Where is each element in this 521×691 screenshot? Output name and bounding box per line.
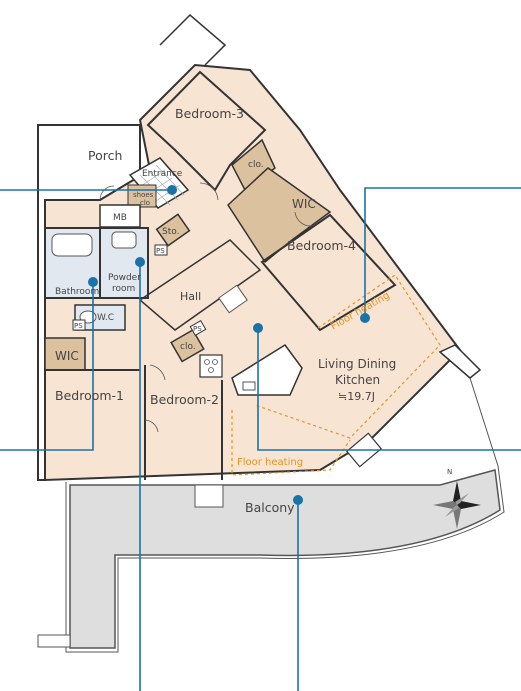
leader-dot xyxy=(88,277,98,287)
ps-box-1 xyxy=(154,244,168,256)
burner-icon xyxy=(208,367,214,373)
balcony-pillar xyxy=(194,484,224,508)
leader-dots xyxy=(88,185,370,505)
label-clo-shoes: clo xyxy=(140,199,150,207)
clo-upper-area xyxy=(231,138,276,192)
fridge-area xyxy=(218,284,248,314)
label-bedroom3: Bedroom-3 xyxy=(175,106,244,121)
label-ps-3: PS xyxy=(193,325,202,333)
ps-box-2 xyxy=(72,319,86,331)
ps-box-3 xyxy=(189,319,207,337)
leader-dot xyxy=(253,323,263,333)
top-wall xyxy=(159,13,227,66)
label-ps-1: PS xyxy=(156,247,165,255)
leader-lines xyxy=(0,187,521,691)
label-bedroom4: Bedroom-4 xyxy=(287,238,356,253)
label-mb: MB xyxy=(113,213,127,223)
clo-lower-area xyxy=(170,328,205,363)
kitchen-sink-icon xyxy=(242,381,256,391)
label-sto: Sto. xyxy=(162,227,179,237)
floor-heating-zone-2 xyxy=(231,410,351,476)
label-ldk-2: Kitchen xyxy=(335,373,380,387)
leader-dot xyxy=(167,185,177,195)
sink-icon xyxy=(111,231,137,249)
label-clo-upper: clo. xyxy=(248,160,264,170)
label-ldk-area: ≒19.7J xyxy=(338,390,375,403)
balcony-area xyxy=(69,469,501,649)
balcony-post xyxy=(37,634,71,648)
label-wc: W.C xyxy=(97,313,114,323)
bedroom3-room xyxy=(146,70,267,192)
label-ps-2: PS xyxy=(74,322,83,330)
compass-rose-icon xyxy=(433,481,481,529)
label-balcony: Balcony xyxy=(245,500,295,515)
wic-lower-area xyxy=(44,337,86,371)
leader-dot xyxy=(293,495,303,505)
hall-corridor-wall xyxy=(138,239,262,331)
label-ldk-1: Living Dining xyxy=(318,357,396,371)
burner-icon xyxy=(204,359,210,365)
bathtub-icon xyxy=(51,233,93,257)
label-entrance: Entrance xyxy=(142,169,183,179)
leader-dot xyxy=(360,313,370,323)
label-powder-1: Powder xyxy=(108,273,141,283)
bedroom4-wall xyxy=(260,213,397,332)
label-wic-lower: WIC xyxy=(55,349,79,363)
sto-area xyxy=(155,213,191,247)
label-bathroom: Bathroom xyxy=(55,287,99,297)
label-shoes: shoes xyxy=(133,191,154,199)
burner-icon xyxy=(212,359,218,365)
label-hall: Hall xyxy=(180,290,201,303)
label-bedroom2: Bedroom-2 xyxy=(150,392,219,407)
label-floor-heating-2: Floor heating xyxy=(237,457,303,468)
leader-dot xyxy=(135,257,145,267)
floor-heating-zone-1 xyxy=(254,274,441,439)
label-porch: Porch xyxy=(88,148,122,163)
label-wic-upper: WIC xyxy=(292,197,316,211)
label-clo-lower: clo. xyxy=(180,342,196,352)
label-bedroom1: Bedroom-1 xyxy=(55,388,124,403)
stove-icon xyxy=(199,354,223,378)
right-windows xyxy=(438,344,482,379)
compass-north-label: N xyxy=(447,468,452,476)
label-powder-2: room xyxy=(112,284,135,294)
balcony-outer-wall xyxy=(65,377,505,653)
